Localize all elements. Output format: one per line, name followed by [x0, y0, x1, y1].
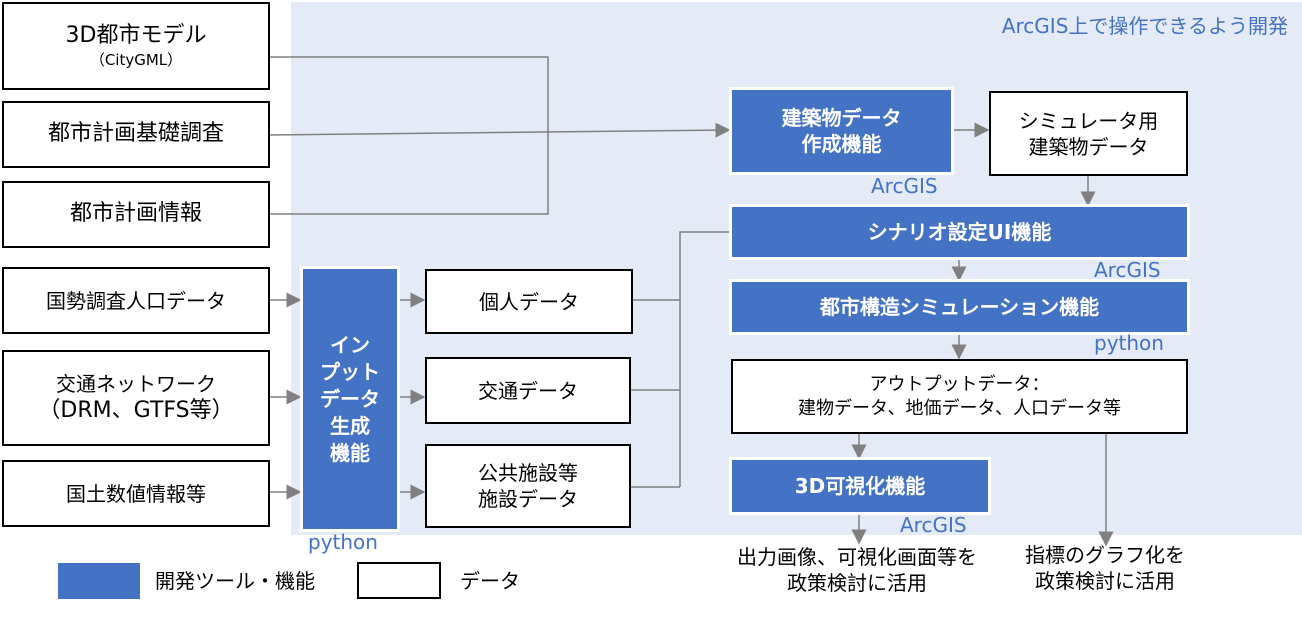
output-data: アウトプットデータ： 建物データ、地価データ、人口データ等: [731, 359, 1188, 434]
input-data-generation-function: イン プット データ 生成 機能: [300, 266, 400, 532]
legend-tool-label: 開発ツール・機能: [155, 569, 315, 593]
input-3d-city-model: 3D都市モデル （CityGML）: [2, 2, 270, 90]
label: 建物データ、地価データ、人口データ等: [798, 397, 1121, 419]
label: 出力画像、可視化画面等を: [737, 545, 977, 569]
label: アウトプットデータ：: [869, 374, 1050, 396]
input-census-population: 国勢調査人口データ: [2, 267, 270, 334]
label: 都市計画基礎調査: [47, 121, 224, 147]
arrow-to-building: [268, 122, 731, 138]
merge-line: [269, 56, 549, 215]
facility-data: 公共施設等 施設データ: [425, 444, 631, 528]
label: 国土数値情報等: [66, 481, 206, 506]
label: 国勢調査人口データ: [46, 288, 226, 313]
label: イン: [330, 332, 370, 357]
scenario-ui-tag: ArcGIS: [1094, 258, 1161, 282]
scenario-setting-ui-function: シナリオ設定UI機能: [729, 204, 1190, 260]
urban-structure-simulation-function: 都市構造シミュレーション機能: [729, 279, 1190, 335]
label: 交通データ: [478, 378, 578, 403]
building-func-tag: ArcGIS: [871, 174, 938, 198]
label: 政策検討に活用: [1035, 569, 1175, 593]
label: 施設データ: [478, 487, 578, 511]
label: 公共施設等: [478, 461, 578, 485]
result-note-visualization: 出力画像、可視化画面等を 政策検討に活用: [712, 544, 1002, 596]
3d-visualization-function: 3D可視化機能: [729, 457, 991, 515]
building-data-creation-function: 建築物データ 作成機能: [729, 87, 954, 175]
sublabel: （CityGML）: [89, 50, 183, 69]
legend-tool-swatch: [58, 563, 140, 599]
traffic-data: 交通データ: [425, 357, 631, 424]
viz3d-tag: ArcGIS: [900, 513, 967, 537]
sublabel: （DRM、GTFS等）: [38, 397, 234, 423]
data-to-scenario-line: [630, 231, 732, 488]
label: 生成: [330, 413, 370, 438]
label: 機能: [330, 440, 370, 465]
label: 3D可視化機能: [794, 474, 926, 498]
label: 3D都市モデル: [65, 22, 207, 48]
input-transport-network: 交通ネットワーク （DRM、GTFS等）: [2, 350, 270, 446]
label: シミュレータ用: [1018, 108, 1159, 133]
input-national-land-info: 国土数値情報等: [2, 460, 270, 527]
label: プット: [320, 359, 380, 384]
simulator-building-data: シミュレータ用 建築物データ: [989, 91, 1188, 176]
legend-data-swatch: [357, 562, 441, 599]
label: 交通ネットワーク: [56, 371, 216, 396]
label: シナリオ設定UI機能: [867, 220, 1052, 244]
label: データ: [320, 386, 380, 411]
legend-data-label: データ: [460, 569, 520, 593]
result-note-graph: 指標のグラフ化を 政策検討に活用: [1015, 542, 1195, 594]
input-urban-planning-survey: 都市計画基礎調査: [2, 101, 270, 168]
urban-sim-tag: python: [1094, 331, 1164, 355]
area-label: ArcGIS上で操作できるよう開発: [1001, 14, 1288, 38]
personal-data: 個人データ: [425, 269, 633, 334]
label: 政策検討に活用: [787, 571, 927, 595]
input-urban-planning-info: 都市計画情報: [2, 181, 270, 248]
label: 都市構造シミュレーション機能: [819, 295, 1100, 319]
label: 建築物データ: [1028, 134, 1149, 159]
label: 作成機能: [801, 132, 882, 156]
label: 建築物データ: [781, 106, 902, 130]
label: 指標のグラフ化を: [1025, 543, 1185, 567]
label: 都市計画情報: [69, 201, 202, 227]
input-gen-tag: python: [308, 530, 378, 554]
label: 個人データ: [479, 289, 579, 314]
